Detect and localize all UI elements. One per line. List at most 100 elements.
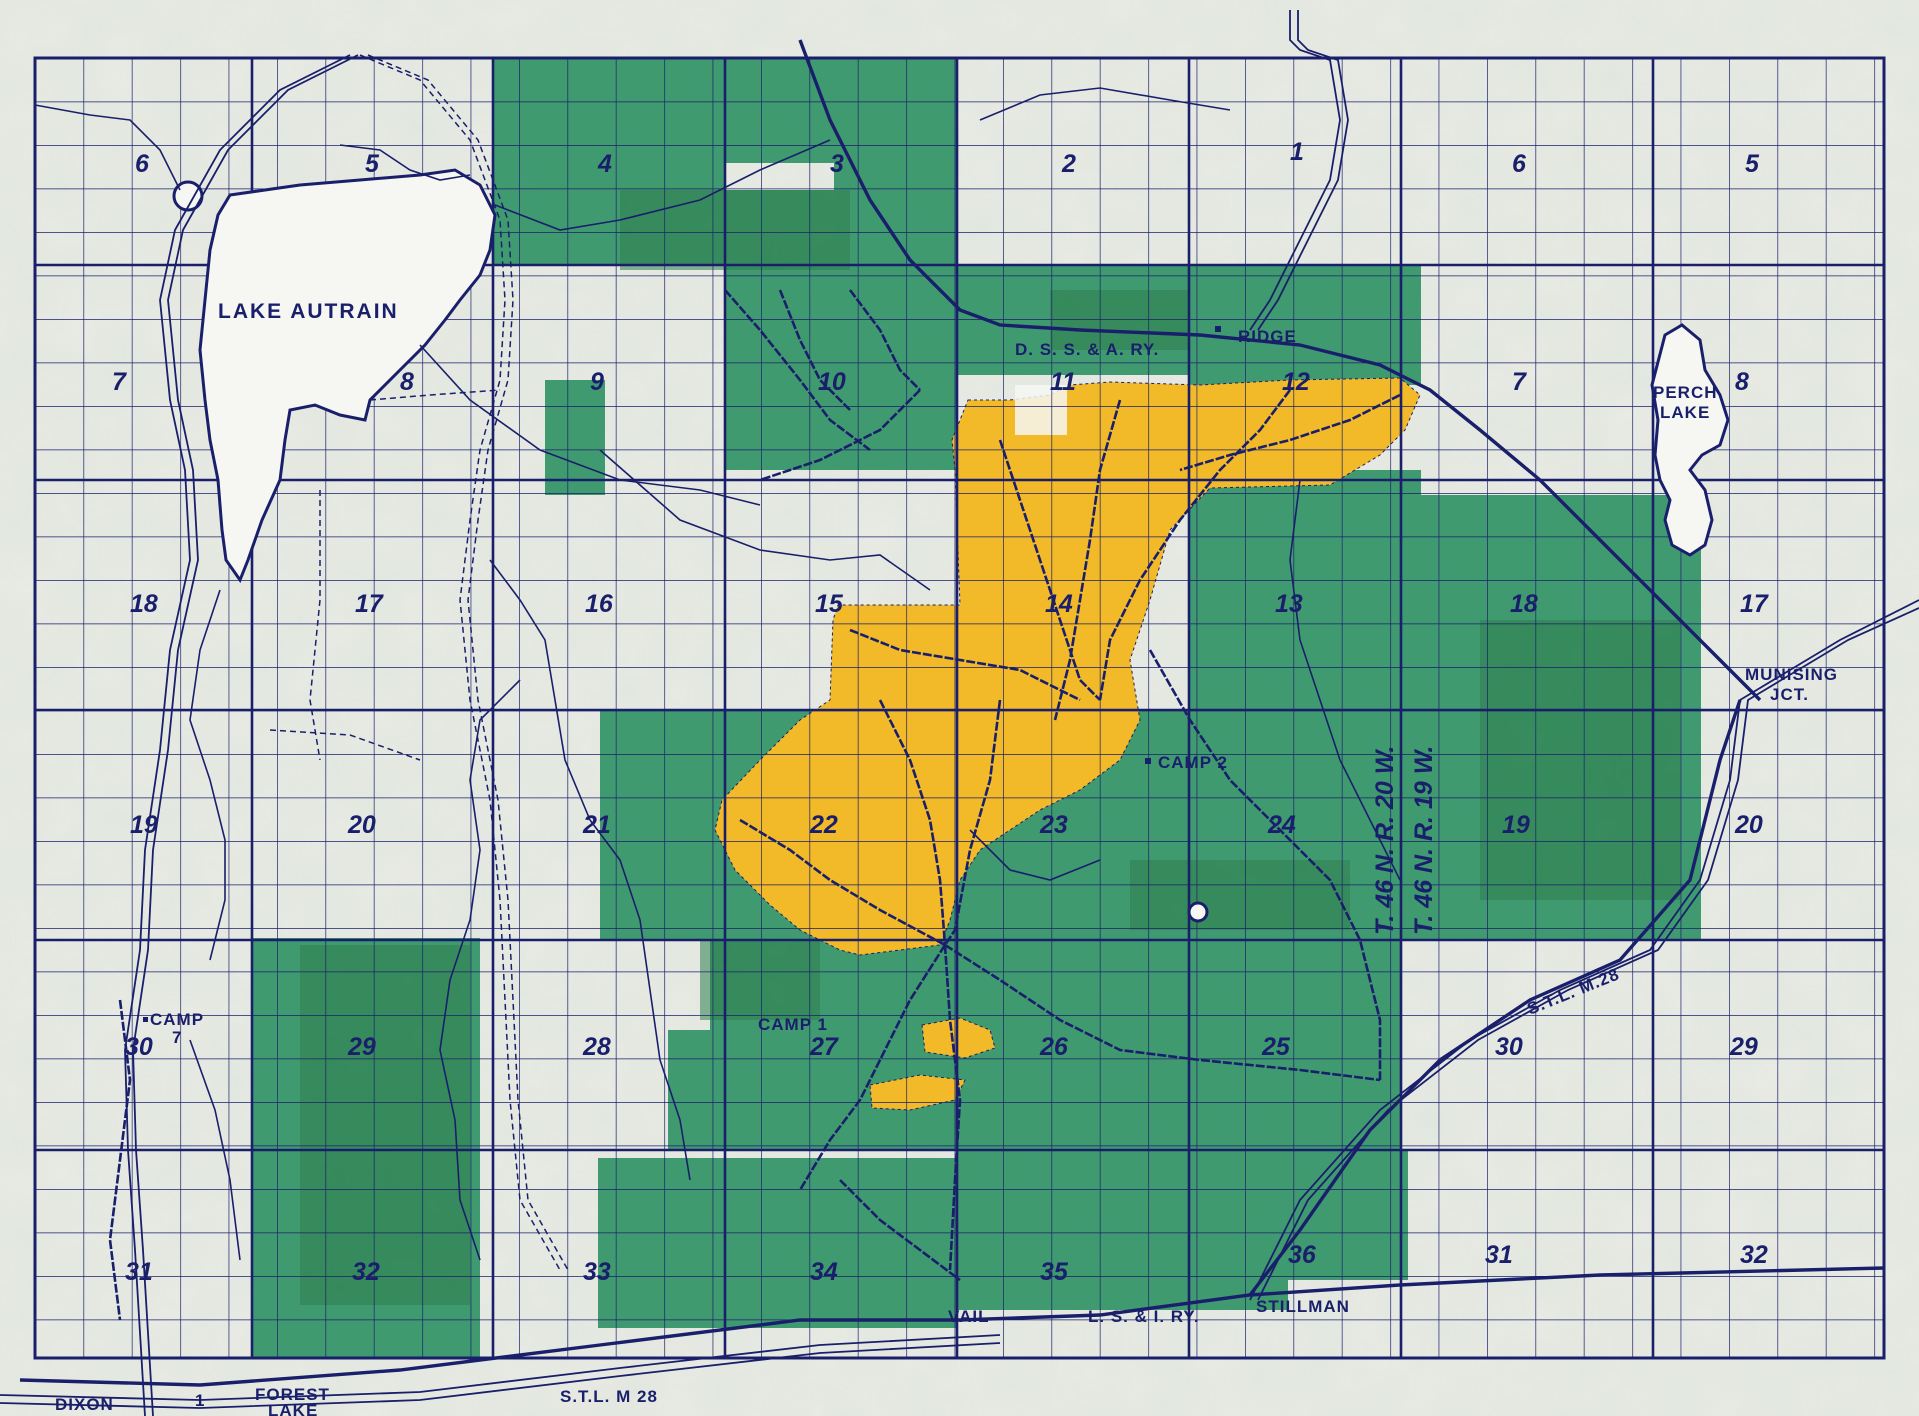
spur xyxy=(849,628,1081,702)
spur xyxy=(943,944,962,1271)
stillman-label: STILLMAN xyxy=(1256,1297,1350,1316)
spur xyxy=(1179,393,1401,472)
camp7-label-2: 7 xyxy=(172,1028,182,1047)
section-number: 23 xyxy=(1039,811,1068,839)
perch-lake-label-1: PERCH xyxy=(1653,383,1718,402)
section-number: 33 xyxy=(583,1258,611,1286)
section-number: 36 xyxy=(1288,1241,1317,1269)
section-number: 16 xyxy=(585,590,614,618)
section-numbers: 6 5 4 3 2 1 6 5 7 8 9 10 11 12 7 8 18 17… xyxy=(112,138,1769,1286)
spur xyxy=(848,289,921,391)
stream xyxy=(1339,759,1401,881)
section-number: 30 xyxy=(1495,1033,1523,1061)
section-number: 18 xyxy=(1510,590,1538,618)
spur xyxy=(839,1179,961,1282)
stream xyxy=(34,104,181,191)
spur xyxy=(944,943,1381,1082)
streams xyxy=(34,87,1401,1261)
section-number: 13 xyxy=(1275,590,1303,618)
spur xyxy=(739,818,946,947)
spur xyxy=(108,999,132,1321)
dixon-label: DIXON xyxy=(55,1395,114,1414)
spur xyxy=(759,389,921,482)
spur xyxy=(1098,389,1292,701)
spur xyxy=(1148,649,1382,1080)
dssa-railway xyxy=(798,39,1762,702)
road-north xyxy=(1257,10,1349,331)
stream xyxy=(979,87,1231,121)
road-m28-east xyxy=(1249,599,1919,1301)
section-number: 35 xyxy=(1040,1258,1069,1286)
section-number: 20 xyxy=(1734,811,1763,839)
section-number: 28 xyxy=(582,1033,611,1061)
section-number: 14 xyxy=(1045,590,1073,618)
ridge-label: RIDGE xyxy=(1238,327,1297,346)
trail xyxy=(359,54,561,1271)
road-north xyxy=(1249,10,1341,331)
section-number: 2 xyxy=(1061,150,1076,178)
roads xyxy=(0,10,1919,1416)
section-number: 9 xyxy=(590,368,604,396)
section-number: 7 xyxy=(112,368,127,396)
road-m28-east xyxy=(1257,607,1919,1301)
section-number: 31 xyxy=(1485,1241,1513,1269)
section-number: 30 xyxy=(125,1033,153,1061)
lake-autrain-label: LAKE AUTRAIN xyxy=(218,300,399,323)
map-border xyxy=(33,56,1886,1360)
spur xyxy=(724,289,871,452)
spur xyxy=(878,699,947,946)
section-number: 7 xyxy=(1512,368,1527,396)
section-number: 17 xyxy=(355,590,384,618)
stream xyxy=(599,449,931,591)
road-m28-south xyxy=(0,1334,1001,1401)
section-number: 20 xyxy=(347,811,376,839)
section-number: 27 xyxy=(809,1033,839,1061)
township-label-r19: T. 46 N. R. 19 W. xyxy=(1410,746,1438,935)
stream xyxy=(969,829,1101,881)
section-number: 18 xyxy=(130,590,158,618)
road-west xyxy=(132,54,359,1416)
pond-sec-24 xyxy=(1187,901,1209,923)
vail-label: VAIL xyxy=(948,1307,989,1326)
section-number: 1 xyxy=(1290,138,1304,166)
camp2-label: CAMP 2 xyxy=(1158,753,1228,772)
dssa-railway-label: D. S. S. & A. RY. xyxy=(1015,340,1159,359)
spur xyxy=(998,439,1101,701)
section-number: 3 xyxy=(830,150,844,178)
section-number: 31 xyxy=(125,1258,153,1286)
stream xyxy=(189,1039,241,1261)
trail xyxy=(367,54,569,1271)
section-number: 4 xyxy=(597,150,612,178)
stream xyxy=(489,559,591,821)
road-number-mark: 1 xyxy=(195,1391,205,1410)
section-number: 8 xyxy=(1735,368,1749,396)
lsi-branch xyxy=(1248,699,1742,1297)
camp7-marker xyxy=(143,1017,148,1022)
trail xyxy=(369,389,501,401)
perch-lake-label-2: LAKE xyxy=(1660,403,1710,422)
munising-jct-label-2: JCT. xyxy=(1770,685,1809,704)
lake-autrain-shape xyxy=(198,168,497,584)
section-number: 32 xyxy=(1740,1241,1768,1269)
section-number: 5 xyxy=(1745,150,1760,178)
trail xyxy=(309,490,321,761)
section-number: 22 xyxy=(809,811,838,839)
section-number: 11 xyxy=(1050,368,1076,396)
road-m28-south xyxy=(0,1342,1001,1409)
stream xyxy=(339,144,471,181)
township-label-r20: T. 46 N. R. 20 W. xyxy=(1371,746,1399,935)
section-number: 26 xyxy=(1039,1033,1069,1061)
section-number: 29 xyxy=(1729,1033,1758,1061)
section-number: 5 xyxy=(365,150,380,178)
section-number: 29 xyxy=(347,1033,376,1061)
section-number: 32 xyxy=(352,1258,380,1286)
road-west xyxy=(124,54,351,1416)
spur xyxy=(798,944,947,1191)
stream xyxy=(439,679,521,1261)
section-number: 6 xyxy=(1512,150,1527,178)
lsi-railway-label: L. S. & I. RY. xyxy=(1088,1307,1200,1326)
section-number: 21 xyxy=(582,811,611,839)
camp1-label: CAMP 1 xyxy=(758,1015,828,1034)
section-number: 25 xyxy=(1261,1033,1291,1061)
section-number: 34 xyxy=(810,1258,838,1286)
